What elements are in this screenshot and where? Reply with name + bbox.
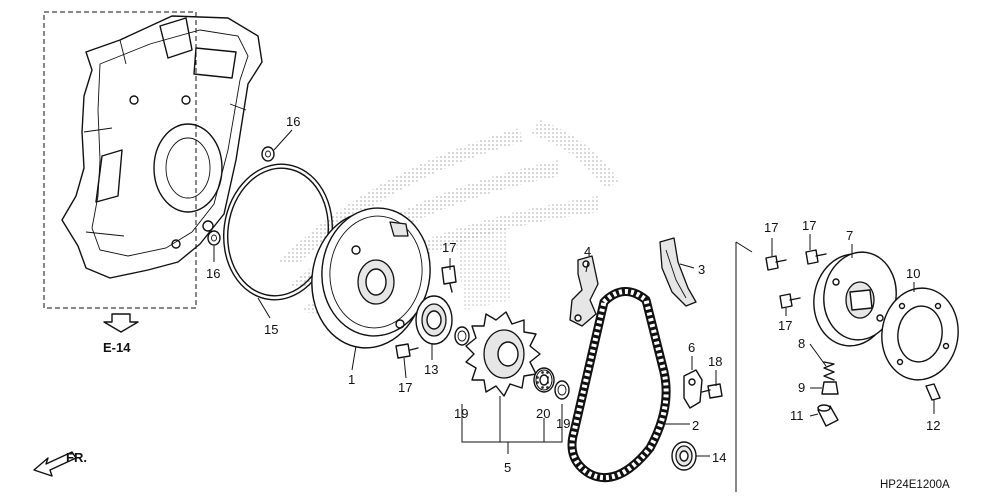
callout-19: 19 bbox=[454, 406, 468, 421]
callout-labels: 16 16 15 1 17 17 13 19 20 19 5 4 3 6 18 … bbox=[206, 114, 940, 475]
callout-3: 3 bbox=[698, 262, 705, 277]
reference-dashed-box bbox=[43, 11, 197, 309]
part-13-oil-seal bbox=[415, 295, 453, 345]
callout-17: 17 bbox=[398, 380, 412, 395]
part-17-bolt bbox=[805, 249, 827, 265]
crankcase-reference bbox=[43, 11, 263, 309]
callout-10: 10 bbox=[906, 266, 920, 281]
callout-6: 6 bbox=[688, 340, 695, 355]
drawing-code: HP24E1200A bbox=[880, 479, 950, 491]
reference-label: E-14 bbox=[103, 340, 131, 355]
callout-17: 17 bbox=[764, 220, 778, 235]
part-1-cover bbox=[311, 207, 431, 349]
callout-19: 19 bbox=[556, 416, 570, 431]
part-20-needle-bearing bbox=[533, 367, 555, 393]
part-19-snap-ring bbox=[454, 326, 470, 346]
part-17-bolt bbox=[441, 265, 457, 293]
part-17-bolt bbox=[779, 293, 801, 309]
callout-17: 17 bbox=[778, 318, 792, 333]
part-9-plunger bbox=[821, 381, 839, 395]
part-6-tensioner-arm bbox=[683, 369, 703, 409]
callout-20: 20 bbox=[536, 406, 550, 421]
callout-8: 8 bbox=[798, 336, 805, 351]
callout-18: 18 bbox=[708, 354, 722, 369]
drive-sprocket bbox=[465, 311, 541, 397]
part-17-bolt bbox=[395, 343, 419, 359]
callout-2: 2 bbox=[692, 418, 699, 433]
part-3-chain-tensioner bbox=[659, 237, 697, 307]
callout-4: 4 bbox=[584, 244, 591, 259]
callout-16: 16 bbox=[286, 114, 300, 129]
part-2-drive-chain bbox=[567, 287, 671, 483]
part-14-bearing bbox=[671, 441, 697, 471]
callout-15: 15 bbox=[264, 322, 278, 337]
callout-17: 17 bbox=[802, 218, 816, 233]
part-19-snap-ring bbox=[554, 380, 570, 400]
part-4-chain-guide bbox=[569, 255, 599, 327]
callout-1: 1 bbox=[348, 372, 355, 387]
leader-lines bbox=[213, 129, 935, 492]
part-16-washers bbox=[207, 146, 275, 246]
callout-9: 9 bbox=[798, 380, 805, 395]
front-direction-arrow: FR. bbox=[33, 450, 87, 477]
callout-5: 5 bbox=[504, 460, 511, 475]
callout-17: 17 bbox=[442, 240, 456, 255]
part-8-spring bbox=[823, 361, 835, 381]
callout-7: 7 bbox=[846, 228, 853, 243]
part-12-pin bbox=[925, 383, 941, 401]
callout-13: 13 bbox=[424, 362, 438, 377]
part-18-bolt bbox=[701, 383, 723, 399]
callout-11: 11 bbox=[790, 408, 804, 423]
reference-arrow: E-14 bbox=[103, 313, 139, 355]
part-11-roller bbox=[817, 404, 839, 427]
part-7-rotor bbox=[813, 251, 897, 347]
callout-14: 14 bbox=[712, 450, 726, 465]
callout-12: 12 bbox=[926, 418, 940, 433]
part-17-bolt bbox=[765, 255, 787, 271]
part-10-plate bbox=[881, 287, 959, 381]
callout-16: 16 bbox=[206, 266, 220, 281]
front-direction-label: FR. bbox=[66, 450, 87, 465]
